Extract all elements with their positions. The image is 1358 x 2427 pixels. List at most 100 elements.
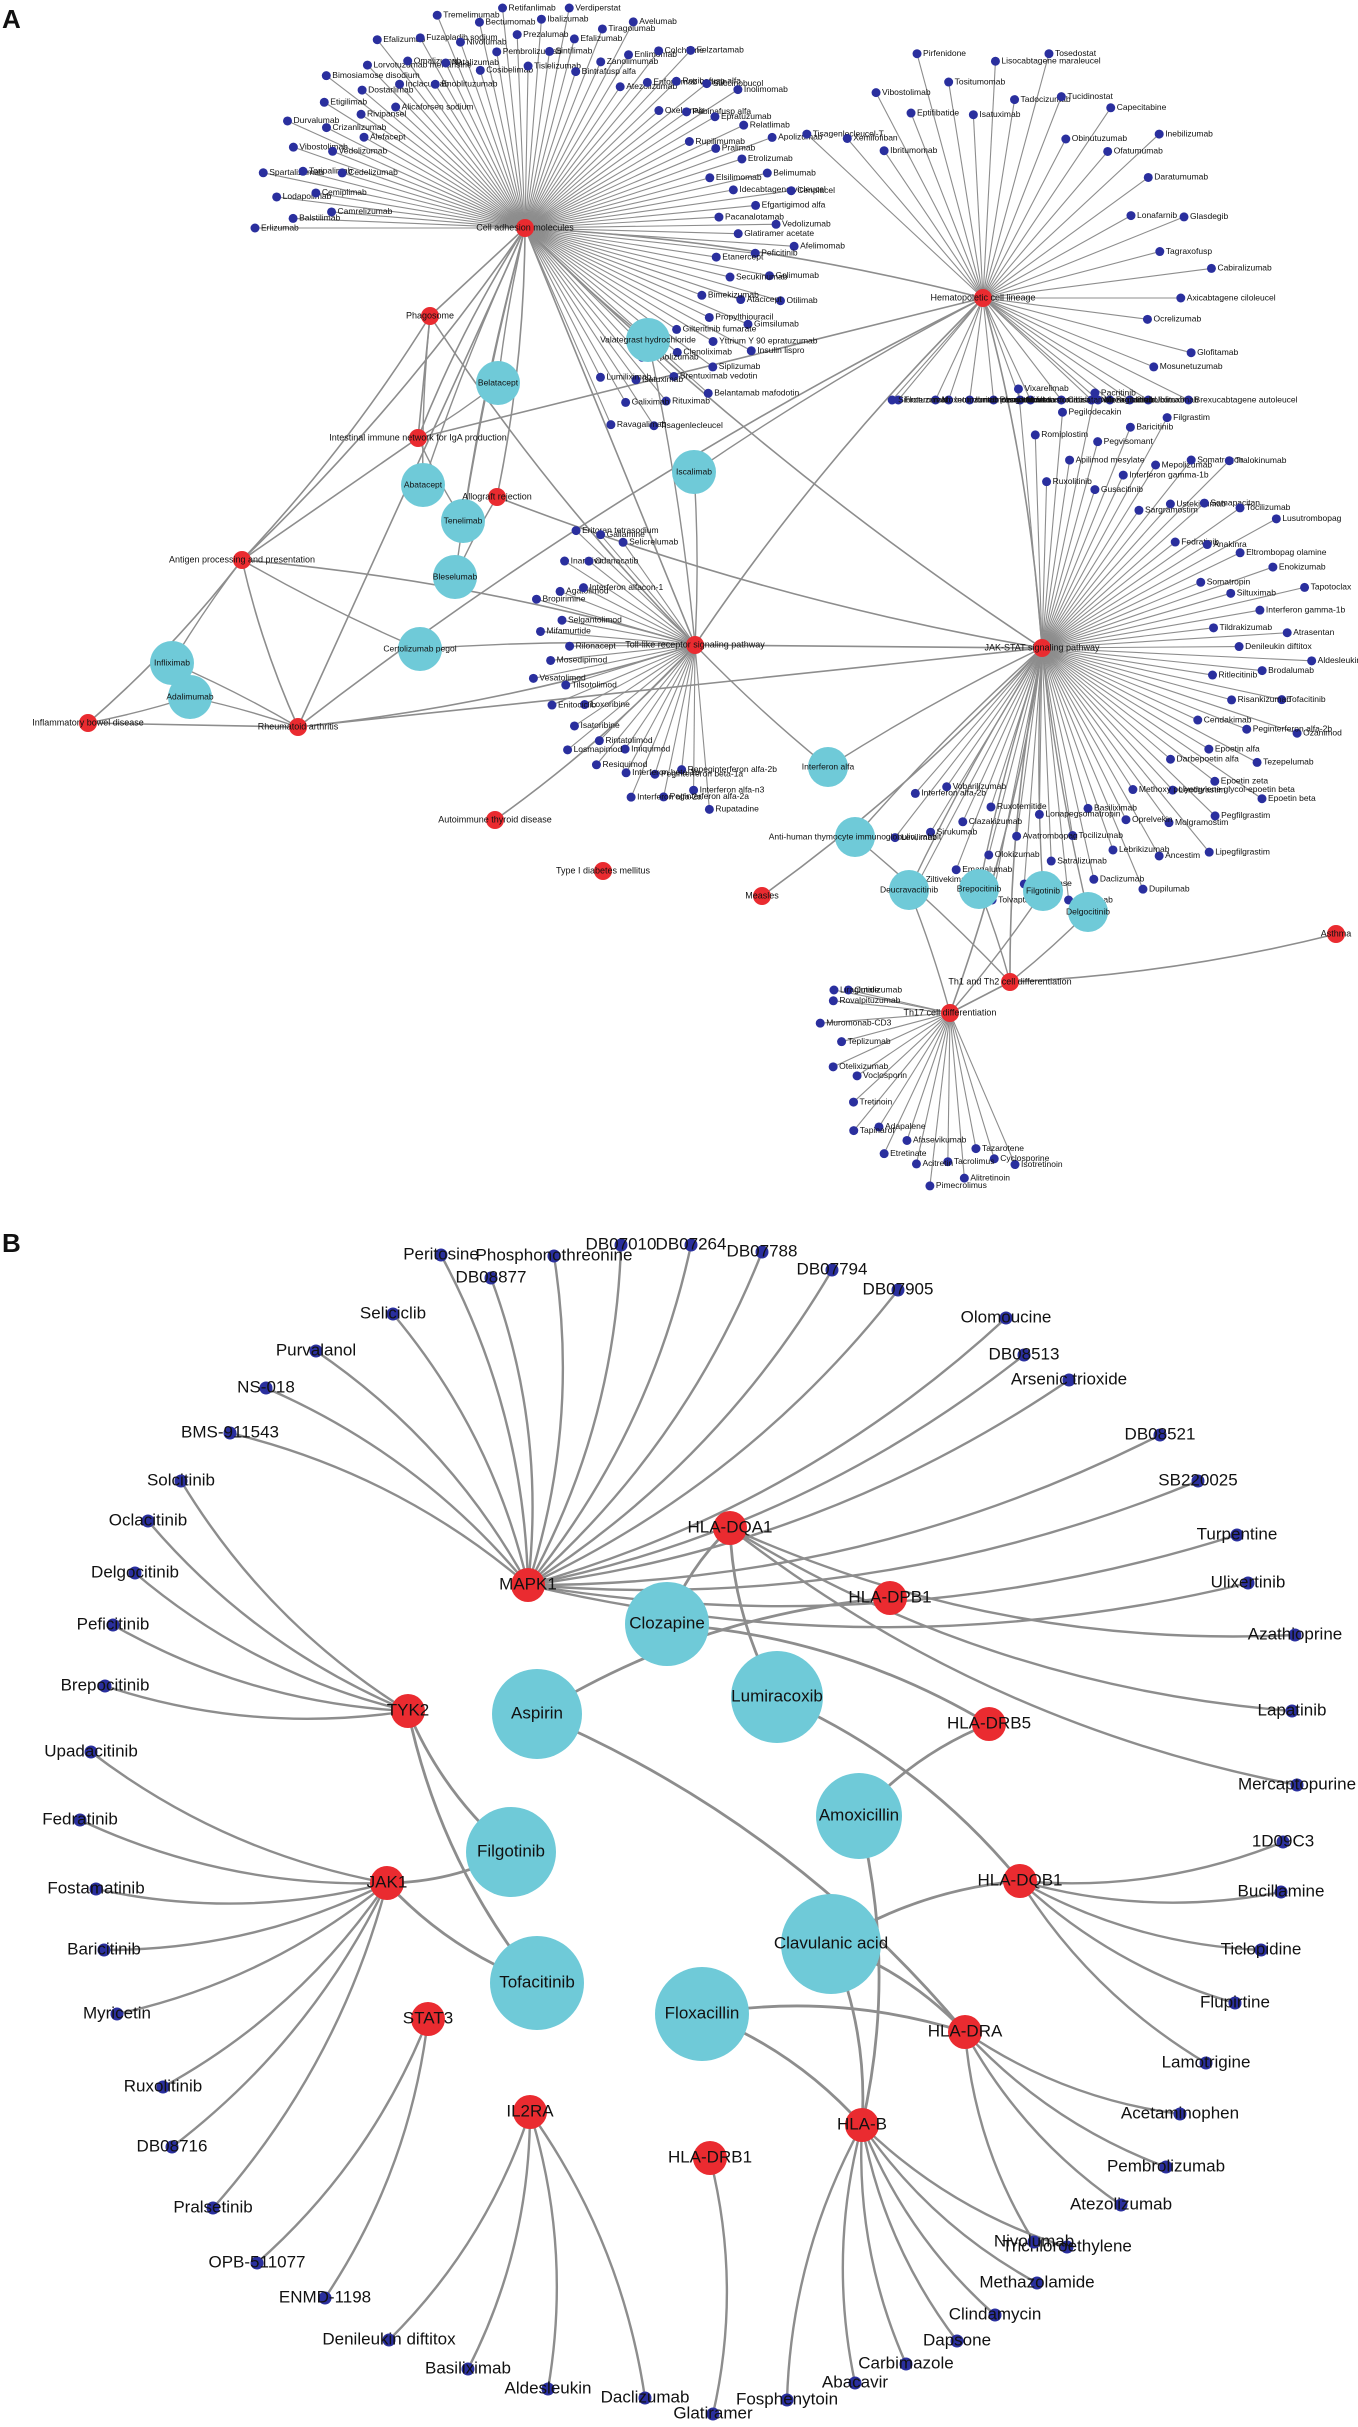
node-label: Selgantolimod xyxy=(568,614,622,624)
node-label: Obinutuzumab xyxy=(1072,133,1128,143)
network-edge xyxy=(524,111,687,229)
node-label: Minretumomab xyxy=(1026,394,1083,404)
network-edge xyxy=(527,1379,1070,1587)
network-edge xyxy=(1041,647,1089,809)
drug-node-imiquimod xyxy=(620,744,630,754)
node-label: Peficitinib xyxy=(77,1614,150,1633)
network-edge xyxy=(524,71,577,229)
drug-node-eltrombopag-olamine xyxy=(1235,548,1245,558)
pathway-node-intestinal-immune-network-for-iga-production xyxy=(409,429,427,447)
node-label: Pegilodecakin xyxy=(1068,406,1121,416)
node-label: Abatacept xyxy=(404,479,443,489)
network-edge xyxy=(853,1012,951,1103)
node-label: Ravagalimab xyxy=(617,419,667,429)
node-label: Efalizumab xyxy=(383,34,425,44)
node-label: MAPK1 xyxy=(499,1574,557,1593)
drug-node-mepolizumab xyxy=(1151,460,1161,470)
node-label: Pegfilgrastim xyxy=(1221,810,1270,820)
drug-node-seliciclib xyxy=(386,1307,400,1321)
node-label: Ofatumumab xyxy=(1114,146,1163,156)
node-label: Ibalizumab xyxy=(547,13,588,23)
drug-node-ozanimod xyxy=(1292,728,1302,738)
drug-node-acitretin xyxy=(911,1159,921,1169)
node-label: Axicabtagene ciloleucel xyxy=(1187,292,1276,302)
node-label: Rheumatoid arthritis xyxy=(258,721,339,731)
drug-node-alitretinoin xyxy=(959,1173,969,1183)
node-label: Brodalumab xyxy=(1268,665,1314,675)
drug-node-etigilimab xyxy=(319,97,329,107)
network-edge xyxy=(479,70,526,229)
node-label: Fedratinib xyxy=(42,1809,118,1828)
node-label: Lonafarnib xyxy=(1137,210,1177,220)
drug-node-tacrolimus xyxy=(943,1157,953,1167)
drug-node-ruxolitinib xyxy=(1042,477,1052,487)
network-edge xyxy=(1009,933,1337,983)
network-edge xyxy=(841,2124,864,2384)
drug-node-nivolumab xyxy=(1027,2235,1041,2249)
network-edge xyxy=(982,177,1149,299)
node-label: Fosphenytoin xyxy=(736,2389,838,2408)
drug-node-filgrastim xyxy=(1162,413,1172,423)
network-edge xyxy=(1041,481,1048,649)
node-label: Basiliximab xyxy=(1094,803,1137,813)
drug-node-turpentine xyxy=(1230,1528,1244,1542)
drug-node-opb-511077 xyxy=(250,2256,264,2270)
drug-node-ulixertinib xyxy=(1241,1576,1255,1590)
drug-node-ocrelizumab xyxy=(1142,314,1152,324)
drug-node-clazakizumab xyxy=(958,817,968,827)
node-label: Balstilimab xyxy=(299,213,340,223)
drug-node-lonafarnib xyxy=(1126,211,1136,221)
network-edge xyxy=(1041,541,1176,649)
network-edge xyxy=(878,1012,951,1128)
drug-node-interferon-gamma-1b xyxy=(1118,470,1128,480)
network-edge xyxy=(171,1882,389,2148)
node-label: Ziltivekimab xyxy=(926,874,971,884)
node-label: Apolizumab xyxy=(778,132,823,142)
drug-node-db08521 xyxy=(1153,1428,1167,1442)
network-edge xyxy=(315,192,526,229)
drug-node-tralokinumab xyxy=(1224,456,1234,466)
drug-node-pegilodecakin xyxy=(1057,407,1067,417)
drug-node-capecitabine xyxy=(1106,103,1116,113)
node-label: Relatlimab xyxy=(750,119,790,129)
node-label: Enokizumab xyxy=(1279,561,1326,571)
node-label: Xemilofiban xyxy=(853,133,898,143)
node-label: Filgrastim xyxy=(1173,412,1210,422)
network-edge xyxy=(526,1255,565,1586)
drug-node-tildrakizumab xyxy=(1209,623,1219,633)
pathway-node-tyk2 xyxy=(391,1694,425,1728)
drug-node-brodalumab xyxy=(1257,666,1267,676)
node-label: Inolimomab xyxy=(744,84,788,94)
node-label: DB08513 xyxy=(989,1344,1060,1363)
node-label: Cenplacel xyxy=(797,185,835,195)
network-edge xyxy=(524,227,770,277)
node-label: Anti-human thymocyte immunoglobulin, rab… xyxy=(769,831,942,841)
drug-node-idecabtagene-vicleucel xyxy=(728,185,738,195)
drug-node-tapotoclax xyxy=(1300,582,1310,592)
network-edge xyxy=(1041,489,1096,649)
node-label: Yttrium Y 90 epratuzumab xyxy=(719,336,818,346)
drug-node-lodapolimab xyxy=(272,192,282,202)
node-label: Somatrogon xyxy=(1197,454,1244,464)
network-edge xyxy=(422,227,526,486)
drug-node-glatiramer-acetate xyxy=(733,229,743,239)
drug-node-etretinate xyxy=(879,1149,889,1159)
network-edge xyxy=(95,1881,388,1905)
node-label: Tilsotolimod xyxy=(572,679,617,689)
network-edge xyxy=(524,158,743,229)
drug-node-isotretinoin xyxy=(1010,1160,1020,1170)
node-label: Infliximab xyxy=(154,657,190,667)
node-label: Ruxotemitide xyxy=(997,801,1047,811)
network-edge xyxy=(559,590,696,646)
network-edge xyxy=(860,2124,958,2342)
network-edge xyxy=(263,172,526,229)
network-edge xyxy=(693,644,696,791)
node-label: Plamotamab xyxy=(1000,394,1048,404)
node-label: Apilimod mesylate xyxy=(1076,454,1145,464)
drug-node-pralsetinib xyxy=(206,2201,220,2215)
drug-node-delgocitinib xyxy=(128,1566,142,1580)
node-label: Sibrotuzumab xyxy=(898,394,951,404)
node-label: Pembrolizumab xyxy=(503,46,562,56)
network-edge xyxy=(729,1527,1298,1787)
node-label: Toripalimab xyxy=(309,166,353,176)
